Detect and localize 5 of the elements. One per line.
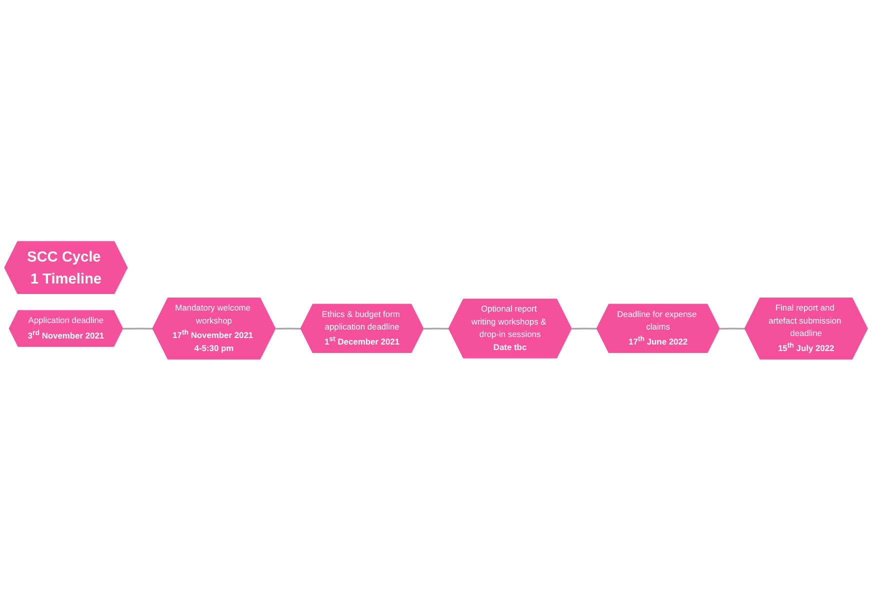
connector	[424, 327, 449, 330]
connector	[276, 327, 301, 330]
connector	[572, 327, 597, 330]
connector	[720, 327, 745, 330]
connector	[122, 327, 153, 330]
